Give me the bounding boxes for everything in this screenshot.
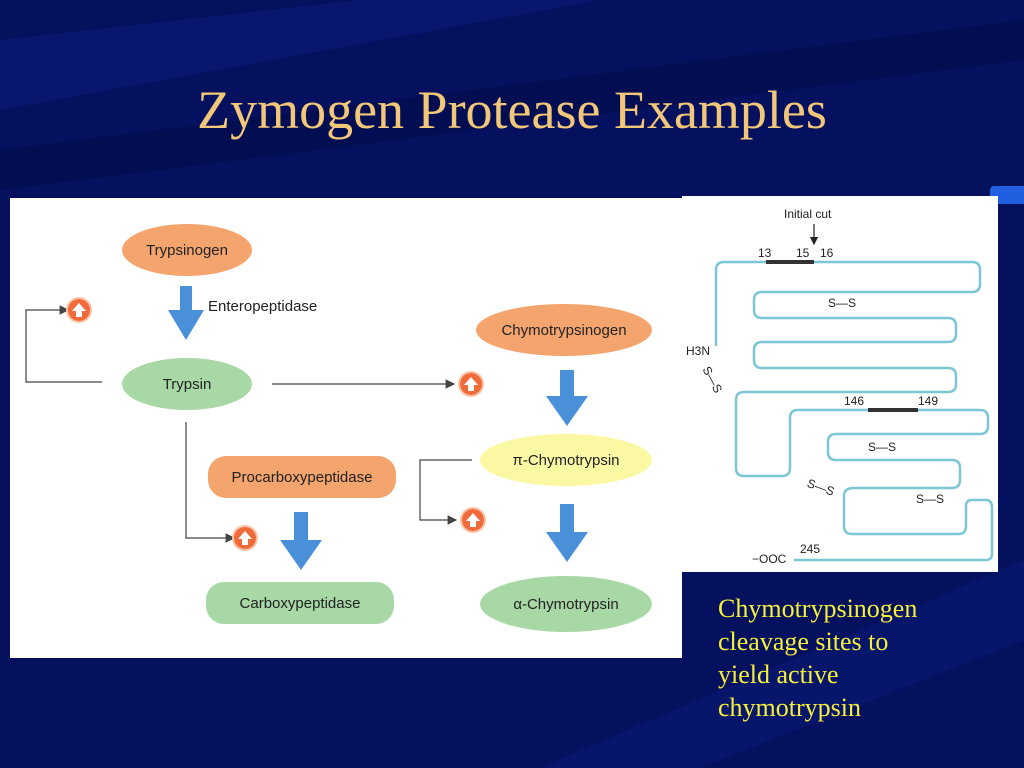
procarboxypeptidase-node: Procarboxypeptidase (208, 456, 396, 498)
residue-15-label: 15 (796, 246, 810, 260)
polypeptide-chain (714, 224, 994, 562)
disulfide-bond-label: S—S (828, 296, 857, 310)
residue-16-label: 16 (820, 246, 834, 260)
residue-149-label: 149 (918, 394, 939, 408)
structure-caption: Chymotrypsinogen cleavage sites to yield… (718, 592, 1018, 724)
pi-chymo-feedback-line (419, 459, 472, 525)
activation-arrow-icon (460, 373, 482, 395)
trypsin-to-procarboxy-line (185, 422, 236, 543)
activation-arrow-icon (68, 299, 90, 321)
residue-146-label: 146 (844, 394, 865, 408)
chymotrypsinogen-node: Chymotrypsinogen (476, 304, 652, 356)
disulfide-bond-label: S—S (868, 440, 897, 454)
activation-arrow-icon (234, 527, 256, 549)
residue-245-label: 245 (800, 542, 821, 556)
pi-to-alpha-arrow (546, 504, 588, 562)
trypsinogen-node: Trypsinogen (122, 224, 252, 276)
enteropeptidase-label: Enteropeptidase (208, 298, 318, 315)
caption-line: yield active (718, 660, 839, 689)
chain-path (714, 260, 994, 562)
trypsinogen-to-trypsin-arrow (168, 286, 204, 340)
activation-arrow-icon (462, 509, 484, 531)
n-terminus-label: H3N (686, 344, 711, 358)
pathway-connectors (25, 286, 588, 570)
activation-pathway-diagram: Trypsinogen Enteropeptidase Trypsin Chym… (10, 198, 682, 658)
pi-chymotrypsin-node: π-Chymotrypsin (480, 434, 652, 486)
carboxypeptidase-node: Carboxypeptidase (206, 582, 394, 624)
alpha-chymotrypsin-node: α-Chymotrypsin (480, 576, 652, 632)
procarboxy-to-carboxy-arrow (280, 512, 322, 570)
caption-line: cleavage sites to (718, 627, 889, 656)
chymotrypsinogen-structure-diagram: Initial cut 13 15 16 146 149 245 H3N −OO… (682, 196, 998, 572)
caption-line: chymotrypsin (718, 693, 861, 722)
disulfide-bond-label: S—S (916, 492, 945, 506)
slide-title: Zymogen Protease Examples (197, 80, 827, 140)
residue-13-label: 13 (758, 246, 772, 260)
trypsin-node: Trypsin (122, 358, 252, 410)
slide-accent (990, 186, 1024, 204)
initial-cut-label: Initial cut (784, 207, 832, 221)
trypsin-feedback-line (25, 305, 102, 383)
caption-line: Chymotrypsinogen (718, 594, 918, 623)
c-terminus-label: −OOC (752, 552, 787, 566)
chymotrypsinogen-to-pi-arrow (546, 370, 588, 426)
